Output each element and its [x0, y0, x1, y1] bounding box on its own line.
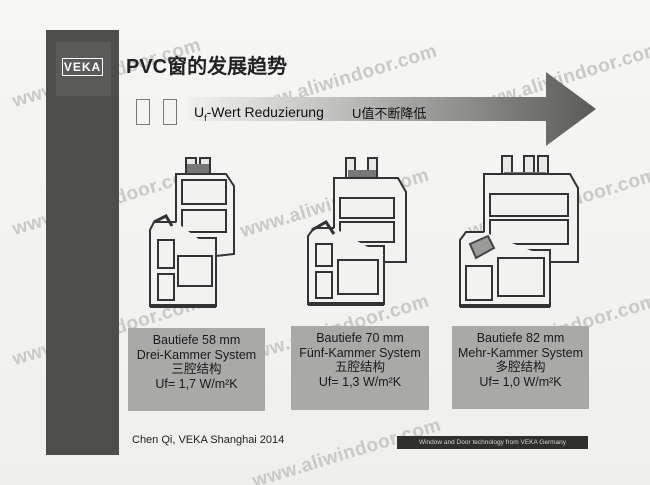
- profile-info-box-58mm: Bautiefe 58 mm Drei-Kammer System 三腔结构 U…: [128, 328, 265, 411]
- sidebar-bar: [46, 30, 119, 455]
- profile-u-value: Uf= 1,3 W/m²K: [318, 374, 402, 389]
- watermark: www.aliwindoor.com: [250, 414, 444, 485]
- footer-banner: Window and Door technology from VEKA Ger…: [397, 436, 588, 449]
- profile-u-value: Uf= 1,0 W/m²K: [479, 374, 562, 389]
- outline-box: [163, 99, 177, 125]
- footer-credit: Chen Qi, VEKA Shanghai 2014: [132, 434, 285, 446]
- logo-frame: VEKA: [62, 58, 103, 76]
- slide-title: PVC窗的发展趋势: [126, 56, 288, 78]
- profile-drawing-70mm: [307, 157, 407, 306]
- profile-info-box-70mm: Bautiefe 70 mm Fünf-Kammer System 五腔结构 U…: [291, 326, 429, 410]
- profile-system: Mehr-Kammer System: [457, 345, 584, 360]
- profile-system-cn: 三腔结构: [171, 362, 222, 376]
- arrow-label: Uf-Wert Reduzierung: [194, 104, 324, 123]
- outline-box: [136, 99, 150, 125]
- profile-depth: Bautiefe 58 mm: [152, 333, 241, 347]
- profile-system-cn: 五腔结构: [334, 360, 385, 374]
- veka-logo: VEKA: [56, 42, 111, 96]
- footer-banner-text: Window and Door technology from VEKA Ger…: [418, 439, 567, 446]
- profile-info-box-82mm: Bautiefe 82 mm Mehr-Kammer System 多腔结构 U…: [452, 326, 589, 409]
- profile-drawing-82mm: [459, 155, 579, 308]
- profile-depth: Bautiefe 70 mm: [316, 331, 404, 345]
- profile-system: Drei-Kammer System: [136, 347, 257, 362]
- profile-depth: Bautiefe 82 mm: [476, 331, 565, 345]
- profile-u-value: Uf= 1,7 W/m²K: [155, 376, 238, 391]
- profile-drawing-58mm: [149, 157, 235, 308]
- trend-arrow: [188, 72, 596, 146]
- arrow-label-cn: U值不断降低: [352, 106, 427, 121]
- logo-text: VEKA: [63, 60, 102, 74]
- profile-system-cn: 多腔结构: [495, 360, 546, 374]
- profile-system: Fünf-Kammer System: [299, 345, 421, 360]
